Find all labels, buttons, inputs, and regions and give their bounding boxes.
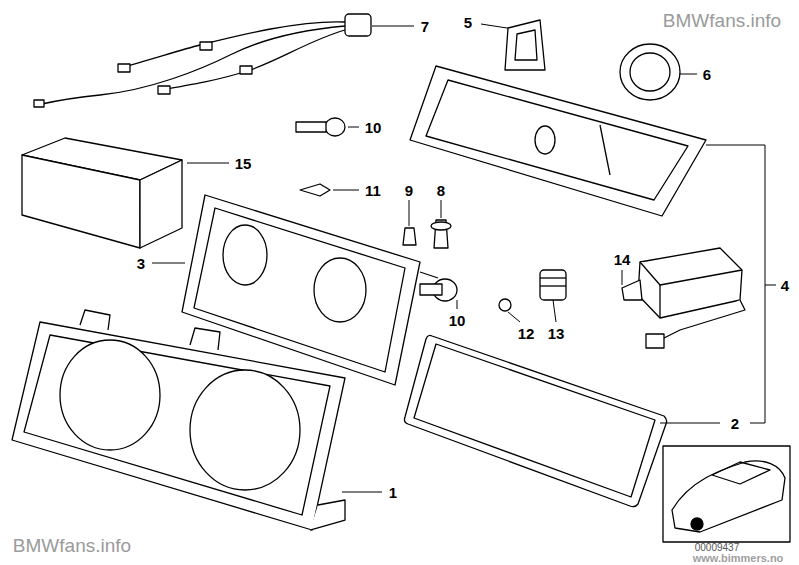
callout-number: 7 (421, 19, 429, 34)
callout-number: 10 (365, 120, 382, 135)
watermark: www.bimmers.no (693, 552, 784, 563)
watermark: BMWfans.info (663, 11, 781, 30)
wiring-harness (34, 14, 371, 107)
callout-number: 10 (449, 313, 466, 328)
watermark: BMWfans.info (13, 536, 131, 555)
gasket (404, 335, 666, 506)
callout-number: 14 (614, 252, 631, 267)
callout-number: 11 (365, 183, 381, 198)
callout-number: 15 (235, 156, 252, 171)
callout-number: 6 (703, 67, 711, 82)
callout-number: 1 (389, 485, 397, 500)
callout-number: 12 (518, 326, 535, 341)
callout-number: 2 (731, 416, 739, 431)
headlight-lens (12, 310, 345, 530)
callout-number: 3 (137, 256, 145, 271)
ignitor-unit (622, 248, 745, 348)
inset-car (663, 446, 790, 542)
leader-lines (152, 24, 776, 492)
box (22, 138, 182, 248)
callout-number: 13 (548, 326, 565, 341)
callout-number: 4 (781, 278, 789, 293)
headlight-housing (410, 20, 706, 216)
callout-number: 9 (405, 183, 413, 198)
callout-number: 5 (464, 15, 472, 30)
callout-number: 8 (437, 183, 445, 198)
